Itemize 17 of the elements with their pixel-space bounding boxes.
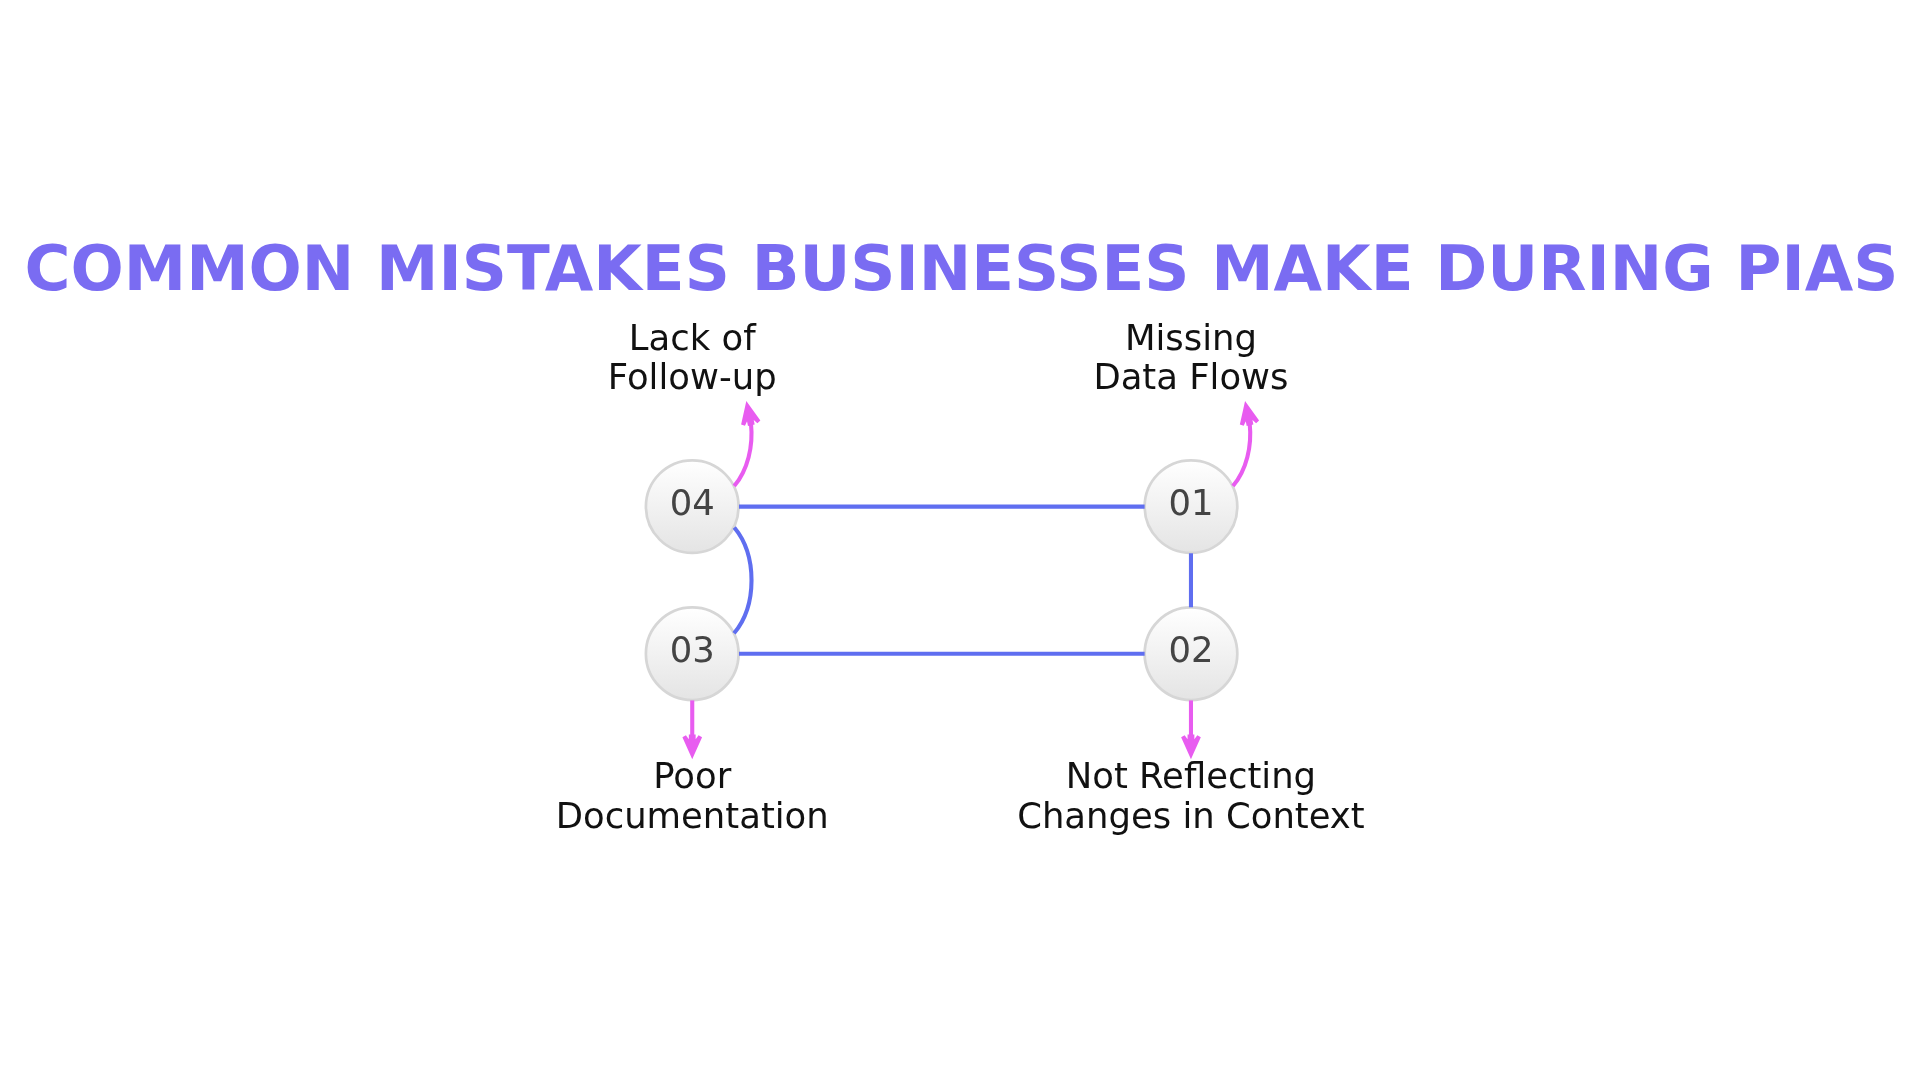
node-text: Poor Documentation — [555, 755, 829, 836]
diagram-title: COMMON MISTAKES BUSINESSES MAKE DURING PIAS — [24, 231, 1899, 305]
connector — [739, 651, 1145, 656]
node-text: Lack of Follow-up — [607, 316, 777, 398]
node-text: Not Reflecting Changes in Context — [1017, 755, 1365, 836]
node-text: Missing Data Flows — [1093, 316, 1289, 398]
connector — [739, 504, 1145, 509]
node-circle: 03 — [644, 606, 740, 702]
connector — [732, 526, 754, 635]
node-circle: 01 — [1143, 458, 1239, 555]
node-circle: 02 — [1143, 606, 1239, 702]
arrow — [1231, 403, 1260, 488]
arrow — [732, 403, 761, 488]
arrow — [682, 700, 703, 757]
arrow — [1180, 700, 1201, 757]
connector — [1188, 553, 1193, 608]
node-circle: 04 — [644, 458, 740, 555]
